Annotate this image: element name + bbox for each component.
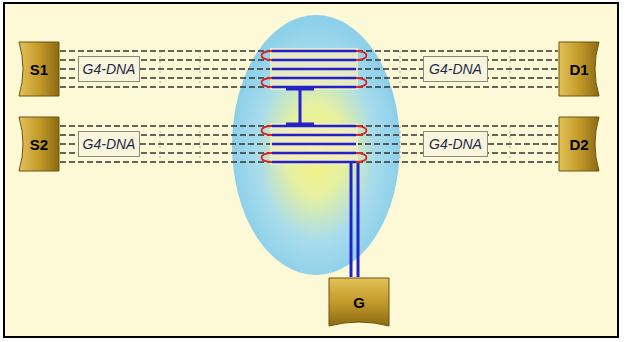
dna-strand [488, 68, 558, 69]
frame [4, 3, 618, 337]
electrode: D2 [558, 116, 600, 172]
electrode: G [328, 277, 390, 327]
electrode-label: S1 [30, 61, 48, 78]
strand-label-box: G4-DNA [78, 131, 140, 157]
dna-strand [140, 68, 423, 69]
strand-label: G4-DNA [429, 61, 482, 77]
strand-label: G4-DNA [83, 61, 136, 77]
electrode: D1 [558, 41, 600, 97]
electrode-label: S2 [30, 136, 48, 153]
molecule-region [232, 15, 400, 275]
strand-label-box: G4-DNA [78, 56, 140, 82]
dna-strand [488, 143, 558, 144]
blue-linker [286, 88, 358, 277]
electrode-label: D1 [569, 61, 588, 78]
strand-label: G4-DNA [429, 136, 482, 152]
dna-strand [60, 68, 78, 69]
electrode-label: G [353, 294, 365, 311]
dna-strand [60, 143, 78, 144]
electrode-label: D2 [569, 136, 588, 153]
blue-strands [272, 51, 356, 162]
electrode: S2 [18, 116, 60, 172]
dna-strand [140, 143, 423, 144]
quadruplex-block [270, 48, 358, 165]
red-loops [262, 51, 367, 162]
strand-label: G4-DNA [83, 136, 136, 152]
strand-label-box: G4-DNA [423, 131, 488, 157]
strand-label-box: G4-DNA [423, 56, 488, 82]
electrode: S1 [18, 41, 60, 97]
